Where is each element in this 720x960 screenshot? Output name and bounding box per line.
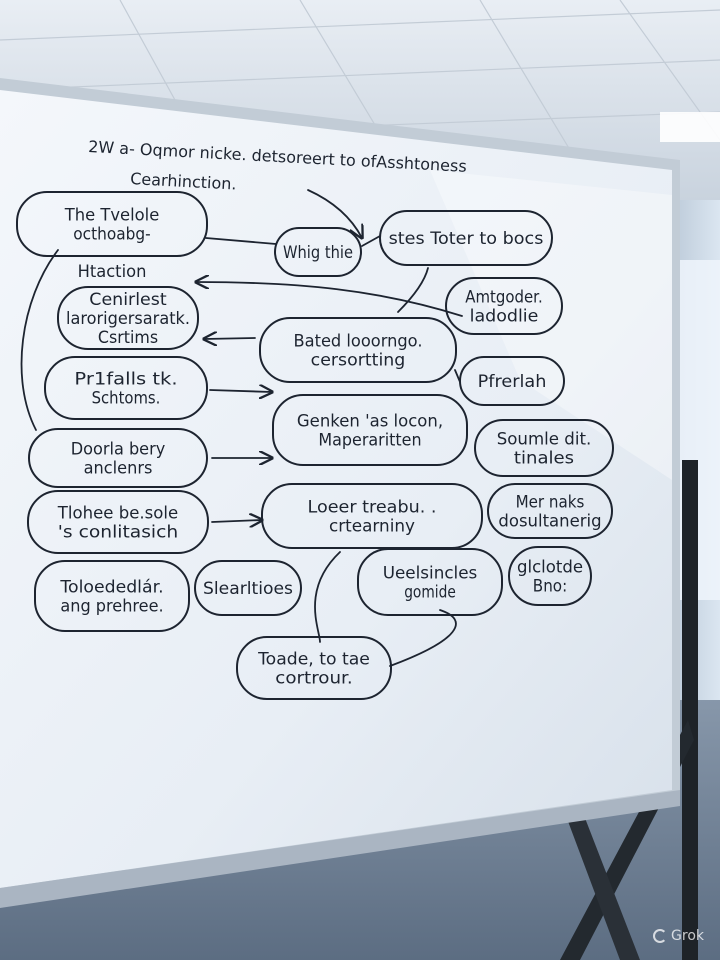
concept-node: Htaction (78, 262, 147, 282)
concept-node-label: Tlohee be.sole (57, 504, 178, 524)
concept-node-label: dosultanerig (498, 512, 601, 532)
concept-node-label: Loeer treabu. . (308, 498, 437, 518)
concept-node-outline (445, 277, 563, 335)
concept-node: Pr1falls tk.Schtoms. (44, 356, 208, 420)
concept-node-outline (272, 394, 468, 466)
connector-stes-down (397, 267, 429, 313)
concept-node-label: cersortting (311, 351, 406, 371)
concept-node-label: Mer naks (516, 493, 585, 513)
concept-node-outline (57, 286, 199, 350)
concept-node-label: Bno: (533, 577, 567, 597)
concept-node-label: Toade, to tae (257, 650, 370, 670)
concept-node: Pfrerlah (459, 356, 565, 406)
concept-node-outline (194, 560, 302, 616)
concept-node-label: Schtoms. (92, 389, 161, 409)
concept-node-label: Amtgoder. (465, 288, 542, 308)
concept-node-label: Ueelsincles (383, 564, 478, 584)
concept-node-outline (508, 546, 592, 606)
concept-node-outline (236, 636, 392, 700)
concept-node-label: The Tvelole (64, 206, 160, 226)
concept-node-label: glclotde (517, 558, 583, 578)
concept-node-label: Pr1falls tk. (74, 370, 177, 390)
concept-node-label: ladodlie (470, 307, 539, 327)
concept-node-label: tinales (514, 449, 574, 469)
concept-node-label: cortrour. (275, 669, 352, 689)
concept-node-label: Slearltioes (203, 579, 293, 599)
connector-toade-to-ueelsincles (389, 609, 457, 667)
connector-tvelole-to-whig (205, 237, 277, 245)
concept-node-label: Htaction (78, 262, 147, 282)
grok-logo-icon (653, 929, 668, 943)
concept-node-label: gomide (404, 583, 456, 603)
concept-node-label: Genken 'as locon, (297, 412, 443, 432)
concept-node-outline (261, 483, 483, 549)
concept-node: Loeer treabu. .crtearniny (261, 483, 483, 549)
concept-node-outline (16, 191, 208, 257)
concept-node-outline (274, 227, 362, 277)
concept-node-label: stes Toter to bocs (389, 229, 544, 249)
concept-node-label: octhoabg- (73, 225, 150, 245)
concept-node-outline (44, 356, 208, 420)
concept-node-label: Cenirlest (89, 290, 167, 310)
concept-node: Soumle dit.tinales (474, 419, 614, 477)
whiteboard-surface (0, 90, 672, 888)
connector-left-spine (20, 249, 59, 431)
concept-node-label: Csrtims (98, 328, 158, 348)
concept-node-label: anclenrs (84, 459, 153, 479)
concept-node: Bated looorngo.cersortting (259, 317, 457, 383)
connector-amtgoder-to-htaction (196, 282, 463, 317)
concept-node: Toloededlár.ang prehree. (34, 560, 190, 632)
ceiling-light (660, 112, 720, 142)
concept-node-label: ang prehree. (60, 597, 163, 617)
concept-node-label: Bated looorngo. (294, 332, 423, 352)
concept-node: Tlohee be.sole's conlitasich (27, 490, 209, 554)
concept-node-outline (459, 356, 565, 406)
concept-node-outline (34, 560, 190, 632)
concept-node: Genken 'as locon,Maperaritten (272, 394, 468, 466)
concept-node: stes Toter to bocs (379, 210, 553, 266)
concept-node-label: Doorla bery (71, 440, 166, 460)
connector-tlohee-to-loeer (211, 520, 262, 522)
concept-node-label: Pfrerlah (478, 372, 547, 392)
connector-bated-to-cenirlest (204, 338, 256, 339)
connector-stes-to-whig (361, 235, 381, 247)
concept-node-outline (27, 490, 209, 554)
concept-node-outline (379, 210, 553, 266)
concept-node-label: crtearniny (329, 517, 415, 537)
concept-node-label: Toloededlár. (59, 578, 163, 598)
connector-title-to-whig (307, 189, 362, 238)
watermark-label: Grok (671, 928, 704, 944)
concept-node-label: Soumle dit. (497, 430, 592, 450)
concept-node: Amtgoder.ladodlie (445, 277, 563, 335)
board-tray (0, 790, 680, 908)
concept-node: Whig thie (274, 227, 362, 277)
concept-node-label: Whig thie (283, 243, 353, 263)
concept-node-outline (28, 428, 208, 488)
concept-node-outline (259, 317, 457, 383)
concept-node-outline (487, 483, 613, 539)
watermark: Grok (653, 928, 704, 944)
board-glare (430, 170, 672, 480)
connector-pr1falls-to-genken (209, 390, 272, 392)
concept-node-label: larorigersaratk. (66, 309, 190, 329)
concept-node-outline (474, 419, 614, 477)
concept-node-outline (357, 548, 503, 616)
concept-node-label: 's conlitasich (58, 523, 178, 543)
concept-node: Slearltioes (194, 560, 302, 616)
concept-node-label: Maperaritten (318, 431, 421, 451)
